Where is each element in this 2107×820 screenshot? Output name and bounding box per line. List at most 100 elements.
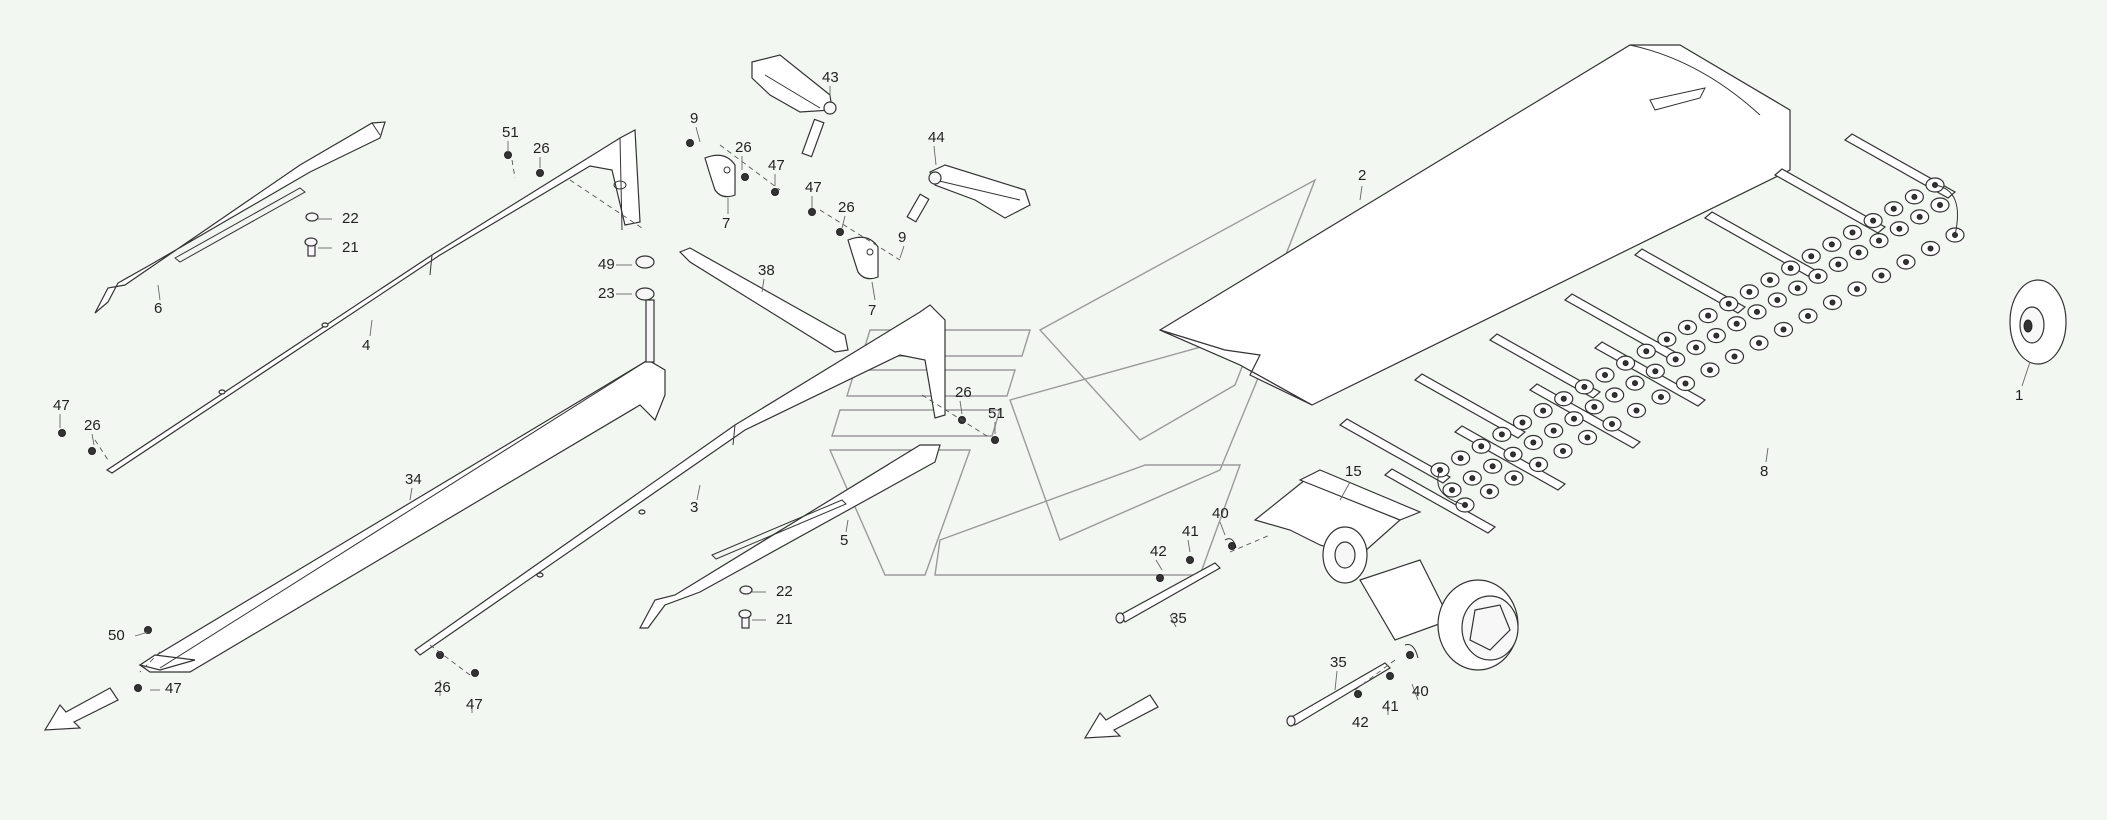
chain-pin xyxy=(1903,259,1909,265)
part-1-end-wheel xyxy=(2009,279,2067,365)
chain-pin xyxy=(1486,488,1493,495)
leader-line xyxy=(409,487,413,501)
part-4-side-rail xyxy=(105,129,641,474)
leader-line xyxy=(696,484,701,501)
callout-21a: 21 xyxy=(342,239,359,256)
callout-7a: 7 xyxy=(722,215,730,232)
part-6-bracket xyxy=(94,121,386,314)
leader-line xyxy=(959,400,963,415)
callout-8: 8 xyxy=(1760,463,1768,480)
chain-pin xyxy=(1794,285,1801,292)
callout-41b: 41 xyxy=(1382,698,1399,715)
part-38-strip xyxy=(678,247,849,353)
leader-line xyxy=(1359,185,1363,201)
chain-pin xyxy=(1805,313,1811,319)
fastener xyxy=(991,436,999,444)
leader-line xyxy=(933,145,937,166)
callout-9b: 9 xyxy=(898,229,906,246)
chain-pin xyxy=(1754,308,1760,315)
chain-pin xyxy=(1731,353,1738,360)
callout-labels: 1 2 3 4 5 6 7 7 8 9 9 15 21 21 22 22 23 … xyxy=(53,69,2023,731)
chain-pin xyxy=(1849,229,1856,236)
conveyor-slat xyxy=(1338,418,1452,484)
chain-pin xyxy=(1911,193,1918,200)
callout-38: 38 xyxy=(758,262,775,279)
fastener xyxy=(1156,574,1164,582)
callout-9a: 9 xyxy=(690,110,698,127)
chain-pin xyxy=(1854,286,1860,292)
clip-40b xyxy=(1404,644,1419,659)
leader-line xyxy=(871,281,876,301)
fastener xyxy=(1186,556,1194,564)
callout-1: 1 xyxy=(2015,387,2023,404)
callout-26e: 26 xyxy=(955,384,972,401)
drive-sprocket xyxy=(1322,526,1368,584)
part-34-angle-beam xyxy=(138,359,666,673)
chain-pin xyxy=(1611,392,1618,398)
fastener xyxy=(436,651,444,659)
part-3-side-rail xyxy=(414,304,946,656)
chain-pin xyxy=(1855,249,1862,256)
chain-pin xyxy=(1550,427,1557,434)
chain-pin xyxy=(1622,360,1629,367)
leader-line xyxy=(1187,539,1191,553)
fastener xyxy=(88,447,96,455)
leader-line xyxy=(134,631,149,637)
chain-pin xyxy=(1602,372,1608,378)
callout-23: 23 xyxy=(598,285,615,302)
callout-49: 49 xyxy=(598,256,615,273)
chain-pin xyxy=(1725,300,1732,307)
conveyor-slat xyxy=(1413,373,1527,439)
chain-pin xyxy=(1560,395,1567,402)
chain-pin xyxy=(1774,297,1781,303)
chain-pin xyxy=(1478,443,1485,450)
leader-line xyxy=(1155,559,1163,571)
chain-pin xyxy=(1780,326,1787,333)
chain-pin xyxy=(1633,407,1640,414)
callout-40a: 40 xyxy=(1212,505,1229,522)
callout-7b: 7 xyxy=(868,302,876,319)
conveyor-slat xyxy=(1633,248,1747,314)
chain-pin xyxy=(1733,320,1740,327)
chain-pin xyxy=(1713,332,1720,339)
chain-pin xyxy=(1829,299,1836,306)
chain-pin xyxy=(1510,451,1516,458)
chain-pin xyxy=(1808,253,1815,260)
callout-35a: 35 xyxy=(1170,610,1187,627)
chain-pin xyxy=(1693,344,1699,351)
callout-26a: 26 xyxy=(533,140,550,157)
chain-pin xyxy=(1828,241,1835,248)
part-5-bracket xyxy=(638,444,941,629)
conveyor-slat xyxy=(1383,468,1497,534)
leader-line xyxy=(841,215,846,229)
callout-35b: 35 xyxy=(1330,654,1347,671)
chain-pin xyxy=(1511,475,1517,481)
leader-line xyxy=(1339,481,1351,501)
chain-pin xyxy=(1571,415,1577,422)
callout-47d: 47 xyxy=(165,680,182,697)
leader-line xyxy=(2021,361,2031,387)
chain-pin xyxy=(1890,205,1897,212)
callout-15: 15 xyxy=(1345,463,1362,480)
chain-pin xyxy=(1469,475,1476,482)
callout-26f: 26 xyxy=(434,679,451,696)
fastener xyxy=(771,188,779,196)
leader-line xyxy=(157,284,161,301)
chain-pin xyxy=(1937,202,1943,208)
chain-pin xyxy=(1756,340,1762,346)
callout-2: 2 xyxy=(1358,167,1366,184)
fastener xyxy=(536,169,544,177)
chain-pin xyxy=(1581,383,1588,390)
leader-line xyxy=(899,245,905,259)
callout-26c: 26 xyxy=(838,199,855,216)
fastener xyxy=(1354,690,1362,698)
fastener xyxy=(741,173,749,181)
callout-40b: 40 xyxy=(1412,683,1429,700)
chain-pin xyxy=(1457,455,1464,462)
chain-pin xyxy=(1927,245,1934,252)
callout-5: 5 xyxy=(840,532,848,549)
chain-pin xyxy=(1746,288,1753,295)
fastener xyxy=(1406,651,1414,659)
